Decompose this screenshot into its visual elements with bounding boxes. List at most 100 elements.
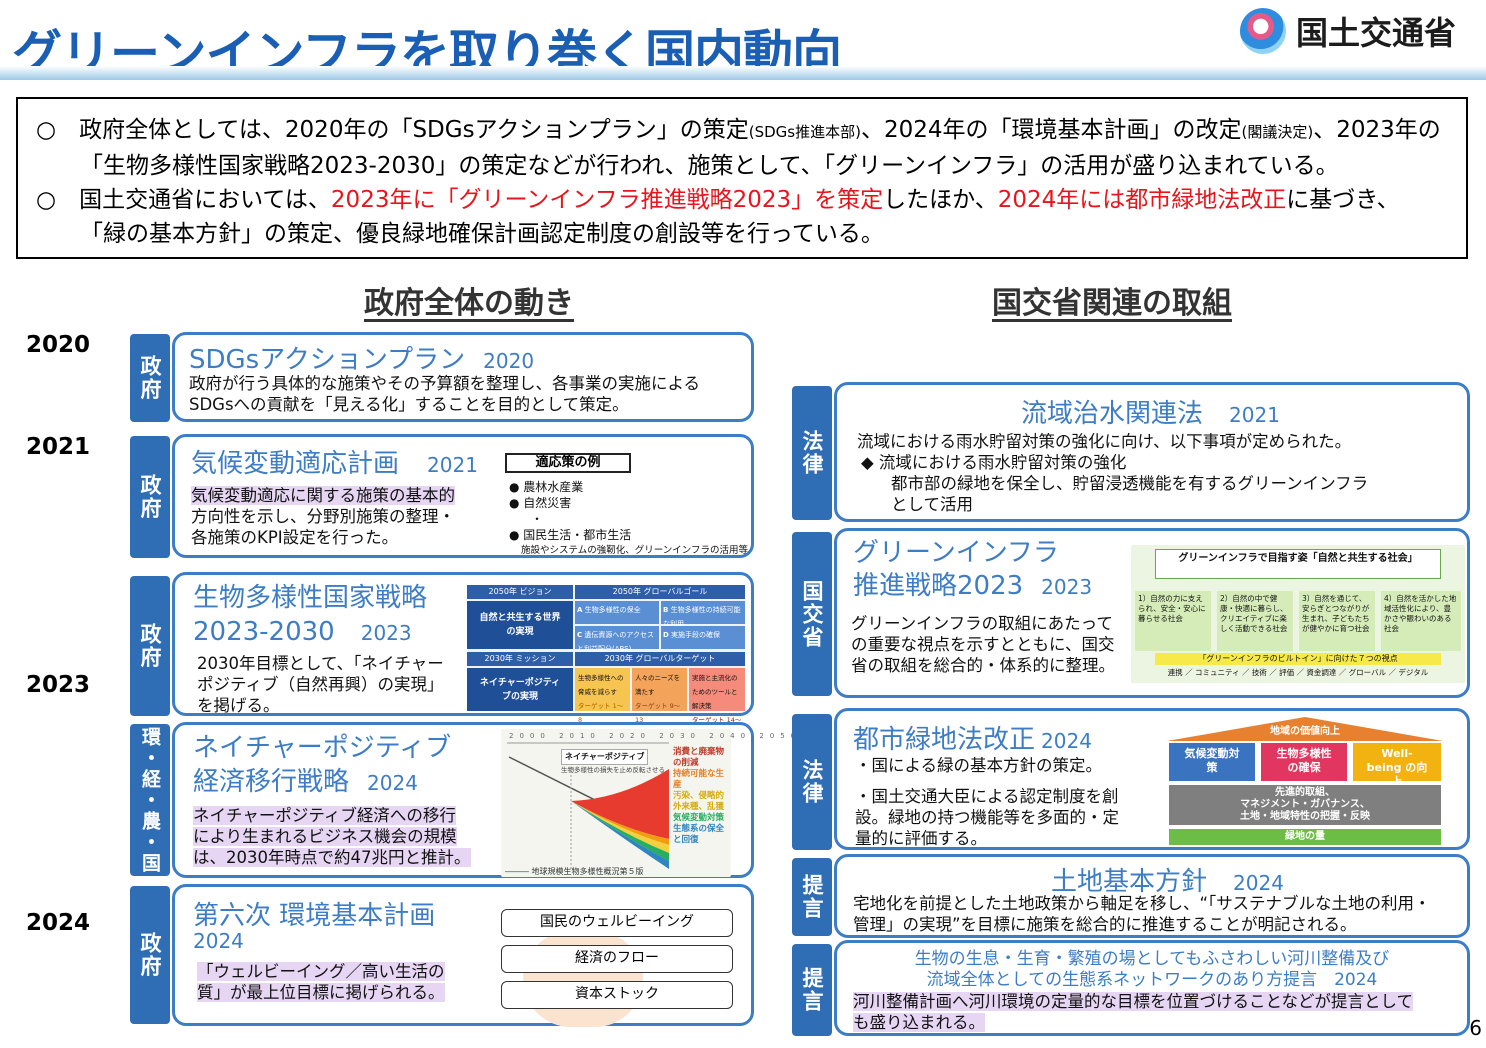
summary-highlight: 2023年に「グリーンインフラ推進戦略2023」を策定 [330, 187, 884, 213]
card-body-line: ネイチャーポジティブ経済への移行 [193, 806, 456, 825]
strategy-viewpoints-title: 「グリーンインフラのビルトイン」に向けた７つの視点 [1155, 653, 1441, 665]
summary-note: (閣議決定) [1241, 123, 1314, 141]
card-body-line: 政府が行う具体的な施策やその予算額を整理し、各事業の実施による [189, 374, 701, 393]
card-body-line: ポジティブ（自然再興）の実現」 [197, 675, 444, 694]
card-body: 政府が行う具体的な施策やその予算額を整理し、各事業の実施による SDGsへの貢献… [189, 373, 700, 415]
target-group-2: 人々のニーズを満たすターゲット 9〜13 [632, 668, 687, 724]
card-body-line: 質」が最上位目標に掲げられる。 [197, 983, 445, 1002]
card-body-line: 管理」の実現”を目標に施策を総合的に推進することが明記される。 [853, 915, 1357, 934]
card-title-text: 2023-2030 [193, 617, 335, 647]
summary-box: ○ 政府全体としては、2020年の「SDGsアクションプラン」の策定(SDGs推… [16, 97, 1468, 259]
card-title: グリーンインフラ 推進戦略2023 2023 [853, 537, 1092, 604]
figure-label: ネイチャーポジティブ [561, 749, 649, 765]
nature-positive-curve-graphic [507, 742, 670, 869]
adaptation-item: 自然災害 [523, 496, 572, 510]
goal-b: B 生物多様性の持続可能な利用 [661, 601, 745, 628]
card-body-line: 方向性を示し、分野別施策の整理・ [191, 507, 455, 526]
card-year: 2024 [367, 771, 418, 795]
strategy-goal: 1）自然の力に支えられ、安全・安心に暮らせる社会 [1135, 591, 1211, 651]
figure-actions: 消費と廃棄物の削減 持続可能な生産 汚染、侵略的外来種、乱獲 気候変動対策 生態… [673, 747, 729, 846]
card-body-line: 省の取組を総合的・体系的に整理。 [851, 656, 1115, 675]
goal-letter: C [577, 631, 583, 639]
framework-mission: ネイチャーポジティブの実現 [467, 668, 573, 711]
house-roof-graphic [1167, 717, 1443, 741]
card-title-text: グリーンインフラ [853, 538, 1059, 568]
summary-text: したほか、 [883, 187, 998, 213]
card-tag: 国交省 [792, 532, 832, 696]
goal-d: D 実施手段の確保 [661, 626, 745, 649]
year-label: 2023 [26, 672, 91, 698]
adaptation-item: ・ [531, 512, 544, 526]
card-environment-basic-plan: 第六次 環境基本計画 2024 「ウェルビーイング／高い生活の 質」が最上位目標… [172, 884, 754, 1027]
house-middle-line: 土地・地域特性の把握・反映 [1240, 811, 1370, 822]
card-body: 「ウェルビーイング／高い生活の 質」が最上位目標に掲げられる。 [197, 961, 445, 1003]
left-section-heading: 政府全体の動き [364, 286, 574, 321]
mlit-logo-icon [1240, 8, 1286, 54]
card-title: 生物の生息・生育・繁殖の場としてもふさわしい河川整備及び 流域全体としての生態系… [837, 949, 1467, 991]
card-body-line: 河川整備計画へ河川環境の定量的な目標を位置づけることなどが提言として [853, 992, 1414, 1011]
adaptation-panel-title: 適応策の例 [505, 453, 631, 473]
target-text: 生物多様性への脅威を減らす [578, 674, 624, 696]
card-tag: 法律 [792, 386, 832, 520]
title-underline-bar [0, 66, 1486, 80]
card-body-line [855, 776, 1119, 786]
figure-caption: ――― 地球規模生物多様性概況第５版 [505, 867, 644, 876]
strategy-goal: 3）自然を通じて、安らぎとつながりが生まれ、子どもたちが健やかに育つ社会 [1299, 591, 1375, 651]
card-body-line: 「ウェルビーイング／高い生活の [197, 962, 445, 981]
goal-text: 生物多様性の保全 [584, 606, 641, 614]
goal-text: 生物多様性の持続可能な利用 [663, 606, 741, 628]
target-group-1: 生物多様性への脅威を減らすターゲット 1〜8 [575, 668, 630, 724]
biodiversity-framework-panel: 2050年 ビジョン 2050年 グローバルゴール 自然と共生する世界の実現 A… [467, 585, 745, 738]
summary-text: 、2024年の「環境基本計画」の改定 [860, 117, 1242, 143]
card-title-text: 土地基本方針 [1051, 867, 1208, 897]
figure-action: 生態系の保全と回復 [673, 824, 725, 845]
figure-sublabel: 生物多様性の損失を止め反転させる [561, 766, 665, 774]
card-tag: 政府 [130, 886, 170, 1024]
card-body-line: ・国土交通大臣による認定制度を創 [855, 787, 1119, 806]
card-title-line: 生物の生息・生育・繁殖の場としてもふさわしい河川整備及び [914, 949, 1390, 969]
card-body-line: 気候変動適応に関する施策の基本的 [191, 486, 455, 505]
card-year: 2021 [427, 453, 478, 477]
card-body: ネイチャーポジティブ経済への移行 により生まれるビジネス機会の規模 は、2030… [193, 805, 471, 868]
figure-action: 持続可能な生産 [673, 769, 725, 790]
card-title-text: 経済移行戦略 [193, 767, 350, 797]
plan-stack-item: 国民のウェルビーイング [501, 909, 733, 937]
card-title: 第六次 環境基本計画 [193, 901, 436, 931]
house-box: 生物多様性の確保 [1261, 743, 1347, 781]
card-year: 2024 [193, 929, 244, 953]
ministry-name: 国土交通省 [1296, 14, 1457, 52]
card-year: 2024 [1041, 729, 1092, 753]
goal-a: A 生物多様性の保全 [575, 601, 659, 624]
card-body-line: を掲げる。 [197, 696, 280, 715]
adaptation-item: 農林水産業 [523, 480, 584, 494]
summary-note: (SDGs推進本部) [748, 123, 861, 141]
figure-action: 気候変動対策 [673, 813, 725, 823]
framework-header: 2030年 ミッション [467, 652, 573, 666]
card-year: 2023 [1041, 575, 1093, 599]
card-year: 2023 [360, 621, 412, 645]
card-body-line: の重要な視点を示すとともに、国交 [851, 635, 1115, 654]
house-box: 気候変動対策 [1169, 743, 1255, 781]
year-label: 2020 [26, 332, 91, 358]
house-middle-line: マネジメント・ガバナンス、 [1240, 799, 1370, 810]
card-body: 流域における雨水貯留対策の強化に向け、以下事項が定められた。 ◆ 流域における雨… [857, 431, 1368, 515]
card-title-text: 推進戦略2023 [853, 571, 1024, 601]
house-roof-label: 地域の価値向上 [1270, 726, 1340, 737]
ministry-logo: 国土交通省 [1240, 8, 1456, 54]
card-river-ecosystem-recommendation: 生物の生息・生育・繁殖の場としてもふさわしい河川整備及び 流域全体としての生態系… [834, 940, 1470, 1036]
card-body-line: 各施策のKPI設定を行った。 [191, 528, 399, 547]
goal-letter: B [663, 606, 669, 614]
card-body-line: により生まれるビジネス機会の規模 [193, 827, 457, 846]
year-label: 2021 [26, 434, 91, 460]
goal-c: C 遺伝資源へのアクセスと利益配分(ABS) [575, 626, 659, 653]
card-tag: 法律 [792, 714, 832, 850]
card-body-line: 流域における雨水貯留対策の強化に向け、以下事項が定められた。 [857, 432, 1352, 451]
